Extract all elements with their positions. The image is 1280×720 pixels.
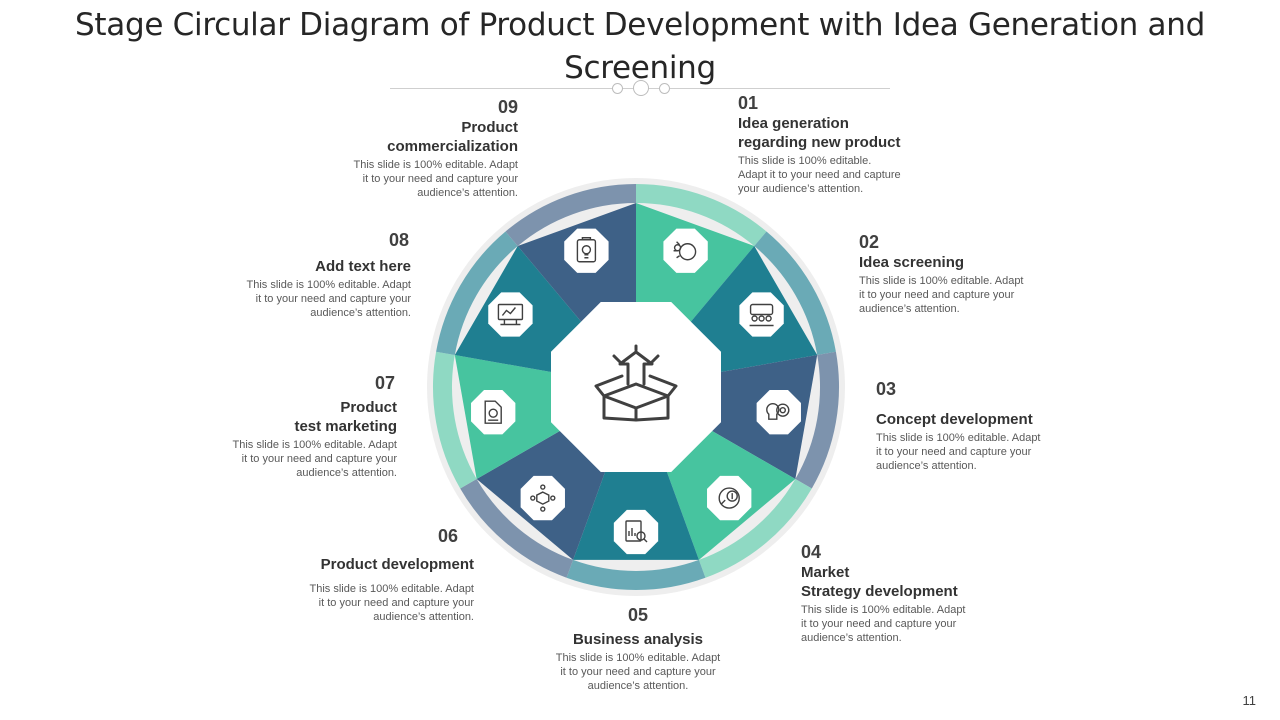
report-magnifier-icon xyxy=(613,509,659,555)
stage-08-label: 08 Add text here This slide is 100% edit… xyxy=(191,229,412,320)
stage-description: This slide is 100% editable. Adapt it to… xyxy=(859,275,1024,315)
ring-segment-08 xyxy=(436,231,518,356)
stage-number: 03 xyxy=(876,379,897,399)
stage-description: This slide is 100% editable. Adapt it to… xyxy=(801,604,966,644)
stage-heading: Product test marketing xyxy=(294,399,397,435)
stage-04-label: 04 Market Strategy development This slid… xyxy=(801,541,1021,645)
stage-description: This slide is 100% editable. Adapt it to… xyxy=(232,439,398,479)
presentation-board-icon xyxy=(488,292,533,337)
stage-description: This slide is 100% editable. Adapt it to… xyxy=(353,159,519,199)
stage-description: This slide is 100% editable. Adapt it to… xyxy=(738,155,901,195)
stage-number: 09 xyxy=(497,97,518,117)
team-meeting-icon xyxy=(739,292,784,337)
bulb-clipboard-icon xyxy=(564,228,609,273)
stage-heading: Add text here xyxy=(315,258,411,275)
stage-number: 07 xyxy=(374,373,395,393)
ring-segment-04 xyxy=(698,479,812,578)
stage-03-label: 03 Concept development This slide is 100… xyxy=(876,378,1096,473)
stage-07-label: 07 Product test marketing This slide is … xyxy=(177,372,398,480)
document-gear-icon xyxy=(471,390,516,435)
stage-02-label: 02 Idea screening This slide is 100% edi… xyxy=(859,231,1079,316)
stage-heading: Idea screening xyxy=(859,254,965,271)
stage-heading: Product commercialization xyxy=(387,119,518,155)
stage-05-label: 05 Business analysis This slide is 100% … xyxy=(528,604,748,693)
dollar-cycle-icon xyxy=(707,475,752,521)
ring-segment-02 xyxy=(754,231,836,356)
stage-number: 08 xyxy=(388,230,409,250)
stage-segment-05 xyxy=(573,438,699,560)
ring-segment-05 xyxy=(566,559,706,591)
stage-01-label: 01 Idea generation regarding new product… xyxy=(738,92,958,196)
lightbulb-head-icon xyxy=(663,228,708,273)
stage-number: 02 xyxy=(859,232,880,252)
stage-number: 04 xyxy=(801,542,822,562)
stage-heading: Concept development xyxy=(876,411,1033,428)
stage-heading: Idea generation regarding new product xyxy=(738,115,901,151)
ring-segment-09 xyxy=(505,183,636,247)
center-hub xyxy=(551,302,721,472)
divider-dot-left xyxy=(612,83,623,94)
open-box-arrow-icon xyxy=(594,344,678,422)
stage-description: This slide is 100% editable. Adapt it to… xyxy=(876,432,1041,472)
stage-description: This slide is 100% editable. Adapt it to… xyxy=(555,652,721,692)
segment-icon-badges xyxy=(471,228,801,555)
ring-segment-03 xyxy=(795,351,840,489)
stage-description: This slide is 100% editable. Adapt it to… xyxy=(309,583,475,623)
stage-description: This slide is 100% editable. Adapt it to… xyxy=(246,279,412,319)
stage-heading: Product development xyxy=(320,556,474,573)
stage-09-label: 09 Product commercialization This slide … xyxy=(298,96,519,200)
stage-number: 05 xyxy=(627,605,649,625)
ring-segment-06 xyxy=(460,479,574,578)
ring-segment-01 xyxy=(636,184,767,247)
ring-segment-07 xyxy=(432,351,477,489)
stage-heading: Market Strategy development xyxy=(801,564,958,600)
divider-dot-center xyxy=(633,80,649,96)
gear-bulb-icon xyxy=(756,390,801,435)
stage-number: 06 xyxy=(437,526,458,546)
outer-ring xyxy=(432,183,840,591)
stage-06-label: 06 Product development This slide is 100… xyxy=(254,525,475,624)
divider-dot-right xyxy=(659,83,670,94)
stage-number: 01 xyxy=(738,93,759,113)
page-title: Stage Circular Diagram of Product Develo… xyxy=(75,7,1205,86)
page-number: 11 xyxy=(1242,693,1257,708)
stage-heading: Business analysis xyxy=(572,631,704,648)
network-cube-icon xyxy=(520,475,565,521)
